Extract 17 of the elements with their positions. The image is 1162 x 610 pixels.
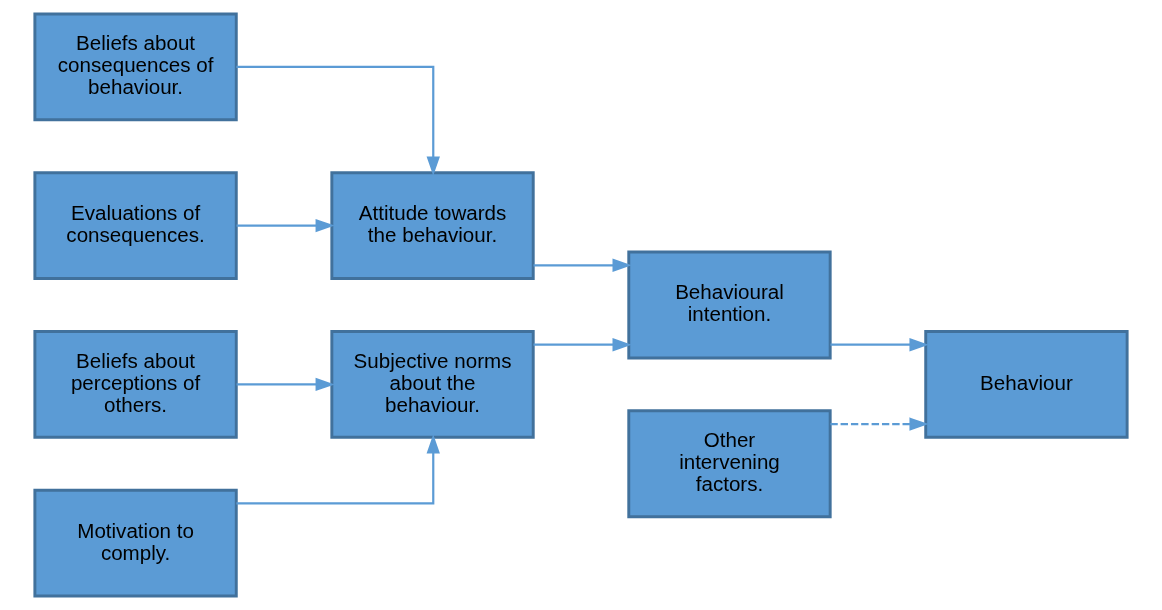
node-box: Other intervening factors.	[627, 409, 832, 519]
arrow	[830, 338, 929, 352]
node-box: Beliefs about consequences of behaviour.	[33, 12, 238, 122]
arrow	[236, 434, 440, 505]
node-box: Behavioural intention.	[627, 250, 832, 360]
node-box: Subjective norms about the behaviour.	[330, 330, 535, 439]
node-box: Evaluations of consequences.	[33, 171, 238, 280]
node-box: Attitude towards the behaviour.	[330, 171, 535, 280]
arrow	[236, 65, 440, 176]
node-box: Beliefs about perceptions of others.	[33, 330, 238, 439]
arrow	[830, 417, 929, 431]
node-box: Behaviour	[924, 330, 1129, 439]
node-box: Motivation to comply.	[33, 488, 238, 598]
arrow	[533, 258, 632, 272]
arrow	[533, 338, 632, 352]
arrow	[236, 218, 335, 233]
arrow	[236, 377, 335, 392]
